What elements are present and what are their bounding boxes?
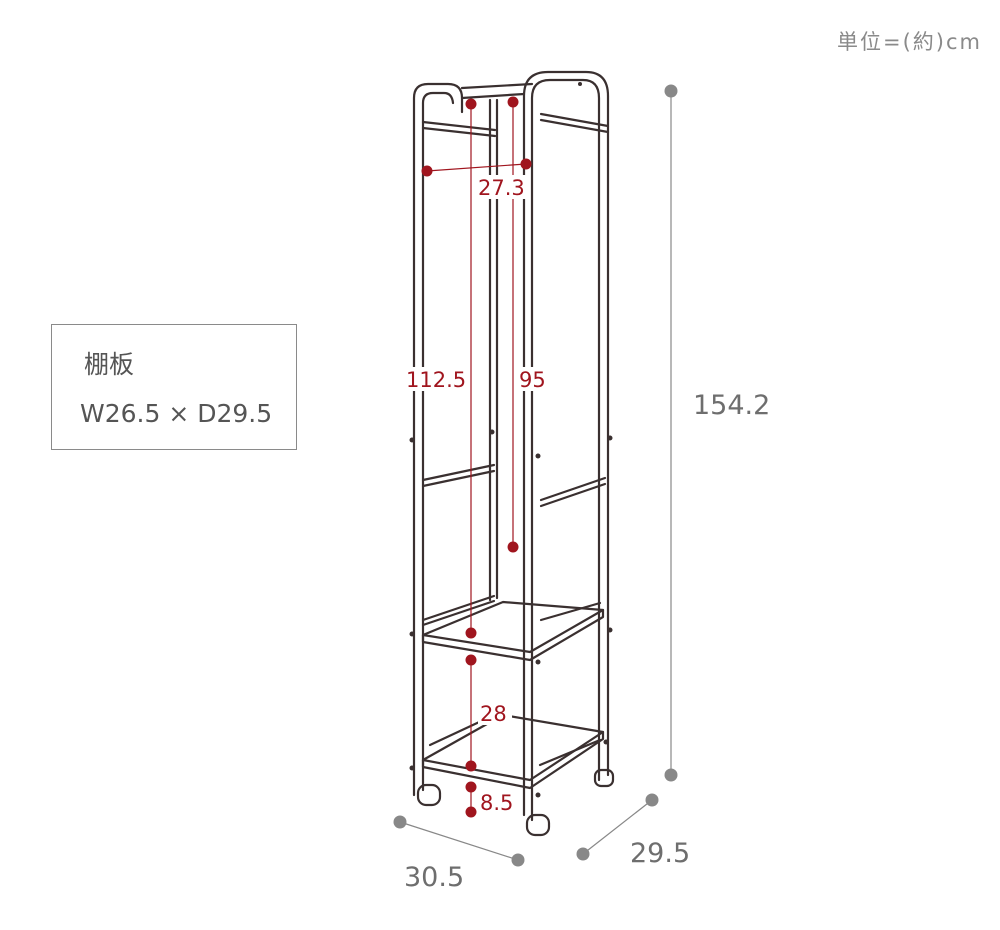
dim-width: 30.5 bbox=[404, 862, 464, 893]
dim-inner-height-a: 112.5 bbox=[406, 368, 466, 392]
dim-depth: 29.5 bbox=[630, 838, 690, 869]
dim-inner-height-b: 95 bbox=[519, 368, 546, 392]
gray-labels: 154.2 30.5 29.5 bbox=[404, 390, 770, 893]
gray-dimensions bbox=[399, 91, 672, 861]
dim-total-height: 154.2 bbox=[693, 390, 770, 421]
gray-dimension-dots bbox=[393, 84, 678, 867]
dim-top-width: 27.3 bbox=[478, 176, 525, 200]
shelf-spec-box: 棚板 W26.5 × D29.5 bbox=[51, 324, 297, 450]
shelf-spec-dims: W26.5 × D29.5 bbox=[80, 399, 273, 428]
frame-bolts bbox=[409, 82, 613, 798]
dim-shelf-gap: 28 bbox=[480, 702, 507, 726]
unit-note: 単位=(約)cm bbox=[837, 30, 982, 54]
red-dimension-dots bbox=[421, 96, 532, 818]
red-labels: 27.3 112.5 95 28 8.5 bbox=[405, 175, 549, 815]
shelf-spec-title: 棚板 bbox=[84, 350, 135, 379]
dim-bottom-clearance: 8.5 bbox=[480, 791, 513, 815]
